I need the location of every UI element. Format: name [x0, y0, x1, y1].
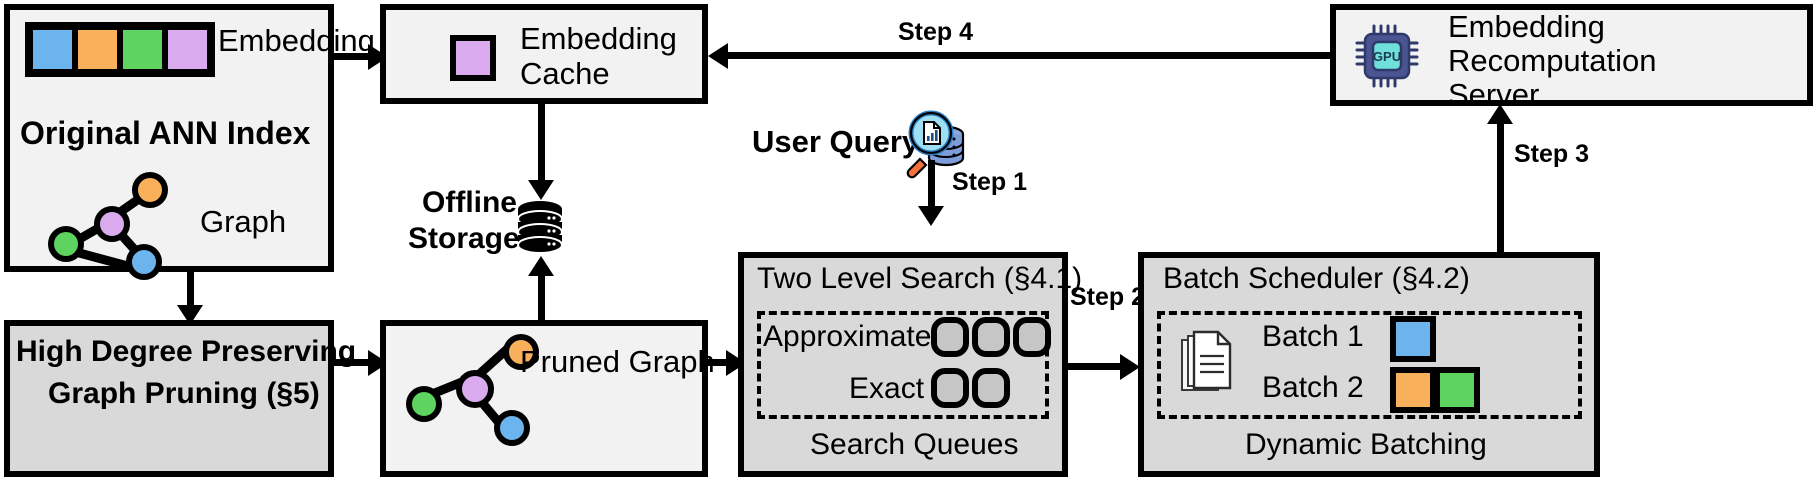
database-cylinder-icon — [516, 200, 564, 265]
step-1-label: Step 1 — [952, 168, 1028, 196]
arrow-step1-line — [928, 160, 935, 212]
gpu-chip-icon: GPU — [1355, 24, 1419, 93]
arrow-cache-to-storage-head — [528, 180, 554, 200]
step-2-label: Step 2 — [1070, 283, 1146, 311]
graph-pruning-box — [4, 320, 334, 477]
graph-node-blue — [494, 410, 530, 446]
recomputation-server-box — [1330, 4, 1813, 106]
user-query-label: User Query — [752, 124, 920, 159]
arrow-step1-head — [918, 206, 944, 226]
batch-1-swatch-blue — [1390, 316, 1436, 362]
batch-2-swatch-green — [1434, 367, 1480, 413]
batch-2-swatch-orange — [1390, 367, 1436, 413]
pruned-graph-label: Pruned Graph — [520, 344, 715, 379]
graph-label: Graph — [200, 204, 287, 239]
original-index-graph-illustration — [40, 168, 200, 280]
graph-node-green — [48, 226, 84, 262]
graph-pruning-title-line1: High Degree Preserving — [16, 335, 357, 368]
arrow-step3-line — [1497, 122, 1504, 254]
arrow-pruning-to-pruned-line — [334, 359, 374, 366]
dynamic-batching-panel — [1157, 311, 1582, 419]
original-ann-index-title: Original ANN Index — [20, 115, 311, 151]
batch-scheduler-title: Batch Scheduler (§4.2) — [1163, 262, 1470, 295]
arrow-pruned-to-storage-line — [538, 272, 545, 320]
batch-1-label: Batch 1 — [1262, 320, 1364, 353]
arrow-step2-line — [1068, 363, 1130, 370]
embedding-swatch-strip — [25, 22, 215, 77]
graph-pruning-title-line2: Graph Pruning (§5) — [48, 377, 320, 410]
arrow-index-to-pruning-line — [187, 272, 194, 310]
step-4-label: Step 4 — [898, 18, 974, 46]
arrow-cache-to-storage-line — [538, 104, 545, 184]
graph-node-blue — [126, 244, 162, 280]
purple-square-icon — [450, 35, 496, 81]
documents-stack-icon — [1178, 330, 1234, 401]
embedding-swatch-purple — [165, 27, 210, 72]
dynamic-batching-footer: Dynamic Batching — [1245, 428, 1487, 461]
recomputation-server-line2: Recomputation — [1448, 43, 1657, 78]
exact-queue-chip — [931, 368, 969, 408]
arrow-step4-head — [708, 43, 728, 69]
graph-node-green — [406, 386, 442, 422]
embedding-cache-title-line1: Embedding — [520, 21, 677, 56]
arrow-pruned-to-search-line — [708, 359, 736, 366]
two-level-search-title: Two Level Search (§4.1) — [757, 262, 1083, 295]
approximate-queue-chip — [931, 317, 969, 357]
graph-node-purple — [456, 370, 494, 408]
arrow-pruned-to-storage-head — [528, 256, 554, 276]
offline-storage-label-line1: Offline — [422, 186, 517, 219]
offline-storage-label-line2: Storage — [408, 222, 520, 255]
batch-2-label: Batch 2 — [1262, 371, 1364, 404]
recomputation-server-line1: Embedding — [1448, 9, 1605, 44]
approximate-queue-label: Approximate — [763, 320, 932, 353]
approximate-queue-chip — [1013, 317, 1051, 357]
search-queues-panel — [757, 311, 1049, 419]
pruned-graph-box — [380, 320, 708, 477]
arrow-step2-head — [1120, 354, 1140, 380]
exact-queue-label: Exact — [849, 372, 925, 405]
recomputation-server-line3: Server — [1448, 77, 1540, 112]
embedding-cache-title-line2: Cache — [520, 56, 610, 91]
arrow-index-to-cache-line — [334, 53, 374, 60]
pruned-graph-illustration — [398, 330, 558, 460]
embedding-swatch-green — [120, 27, 165, 72]
magnifier-database-icon — [900, 108, 972, 185]
two-level-search-box — [738, 252, 1068, 477]
graph-node-orange — [132, 172, 168, 208]
svg-text:GPU: GPU — [1373, 49, 1401, 64]
exact-queue-chip — [972, 368, 1010, 408]
search-queues-footer: Search Queues — [810, 428, 1019, 461]
arrow-step4-line — [725, 52, 1335, 59]
graph-node-purple — [94, 206, 130, 242]
graph-node-orange — [503, 334, 539, 370]
arrow-step3-head — [1487, 104, 1513, 124]
approximate-queue-chip — [972, 317, 1010, 357]
embedding-swatch-blue — [30, 27, 75, 72]
embedding-swatch-orange — [75, 27, 120, 72]
step-3-label: Step 3 — [1514, 140, 1590, 168]
embedding-label: Embedding — [218, 23, 375, 58]
embedding-cache-box — [380, 4, 708, 104]
